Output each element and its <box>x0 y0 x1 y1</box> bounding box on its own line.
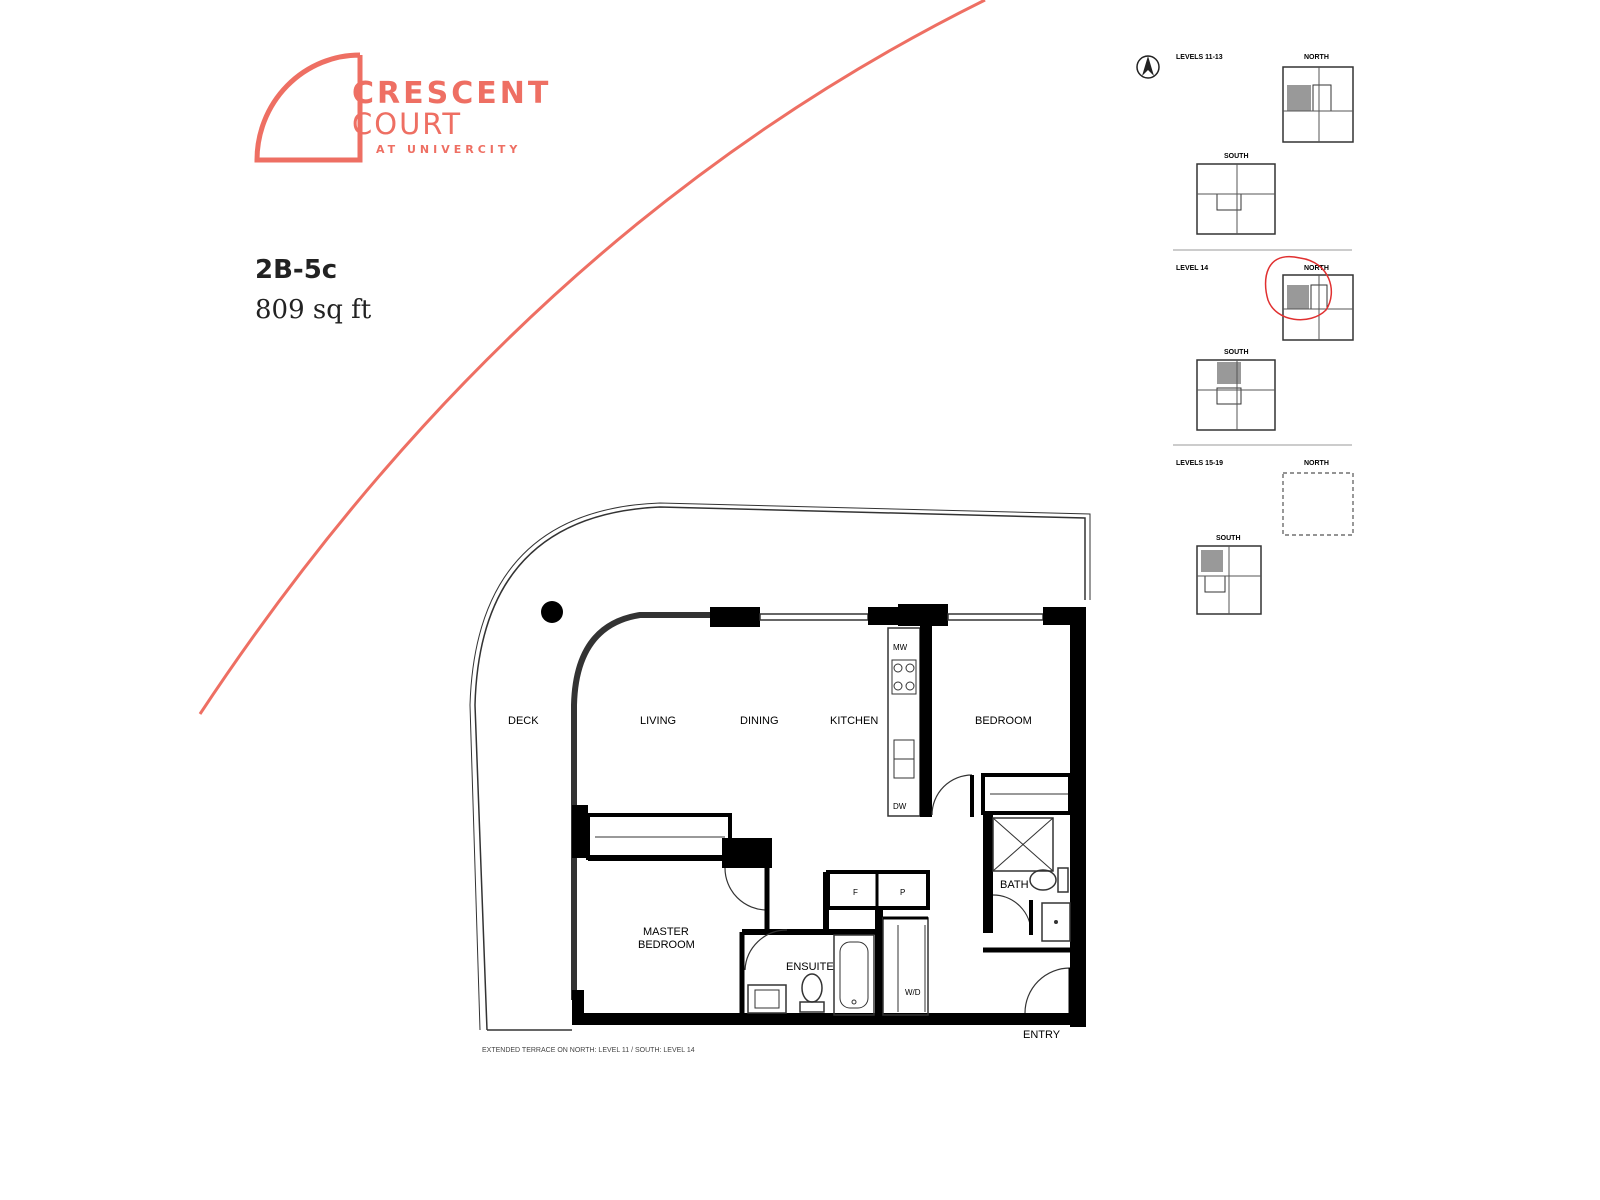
fixture-label-p: P <box>900 888 905 897</box>
key-level-label-2: LEVEL 14 <box>1176 265 1208 272</box>
room-label-kitchen: KITCHEN <box>830 715 878 727</box>
key-thumb-north-2 <box>1282 274 1354 341</box>
brand-subtitle: COURT <box>352 107 463 141</box>
key-thumb-south-3 <box>1196 545 1262 615</box>
logo-mark-icon <box>254 52 363 163</box>
room-label-deck: DECK <box>508 715 539 727</box>
fixture-label-dw: DW <box>893 802 907 811</box>
key-thumb-south-2 <box>1196 359 1276 431</box>
room-label-entry: ENTRY <box>1023 1029 1061 1041</box>
room-label-dining: DINING <box>740 715 779 727</box>
key-north-label-3: NORTH <box>1304 460 1329 467</box>
room-label-master-2: BEDROOM <box>638 939 695 951</box>
unit-area: 809 sq ft <box>255 295 372 325</box>
key-thumb-north-1 <box>1282 66 1354 143</box>
key-north-label-2: NORTH <box>1304 265 1329 272</box>
curved-window <box>571 612 710 1000</box>
north-arrow-icon <box>1136 55 1160 79</box>
key-south-label-3: SOUTH <box>1216 535 1241 542</box>
floor-plan: DECK LIVING DINING KITCHEN BEDROOM BATH … <box>469 502 1091 1054</box>
key-level-label-1: LEVELS 11-13 <box>1176 54 1223 61</box>
fixture-label-wd: W/D <box>905 988 921 997</box>
room-label-ensuite: ENSUITE <box>786 961 834 973</box>
key-thumb-south-1 <box>1196 163 1276 235</box>
key-north-label-1: NORTH <box>1304 54 1329 61</box>
deck-column <box>541 601 563 623</box>
room-label-bedroom: BEDROOM <box>975 715 1032 727</box>
room-label-master-1: MASTER <box>643 926 689 938</box>
brand-title: CRESCENT <box>352 76 552 111</box>
key-south-label-2: SOUTH <box>1224 349 1249 356</box>
key-thumb-north-3 <box>1282 472 1354 536</box>
key-plan: LEVELS 11-13 NORTH SOUTH LEVEL 14 NORTH … <box>1136 54 1354 615</box>
unit-name: 2B-5c <box>255 255 338 285</box>
deck-outline <box>474 506 1086 1031</box>
crescent-arc <box>198 0 986 715</box>
room-label-living: LIVING <box>640 715 676 727</box>
key-level-label-3: LEVELS 15-19 <box>1176 460 1223 467</box>
fixture-label-f: F <box>853 888 858 897</box>
highlight-circle <box>1264 255 1333 321</box>
key-south-label-1: SOUTH <box>1224 153 1249 160</box>
room-label-bath: BATH <box>1000 879 1029 891</box>
plan-footnote: EXTENDED TERRACE ON NORTH: LEVEL 11 / SO… <box>482 1047 695 1054</box>
brand-tagline: AT UNIVERCITY <box>376 143 522 156</box>
fixture-label-mw: MW <box>893 643 908 652</box>
